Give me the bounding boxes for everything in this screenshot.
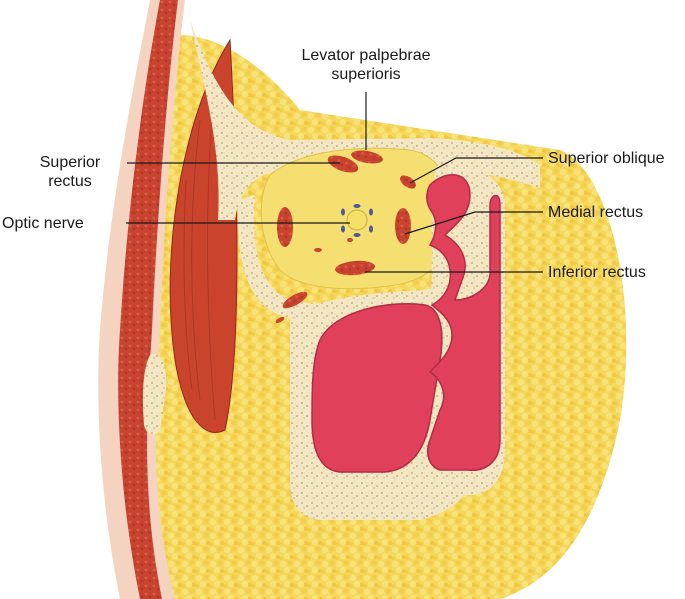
superior-oblique-muscle (400, 175, 416, 189)
label-levator-line1: Levator palpebrae (301, 47, 431, 64)
small-vessel-2 (275, 316, 285, 324)
label-optic-nerve: Optic nerve (2, 215, 84, 232)
label-superior-rectus-line2: rectus (48, 173, 92, 190)
leader-medial-rectus (404, 211, 543, 235)
label-levator-palpebrae-superioris: Levator palpebrae superioris (276, 46, 456, 84)
superior-rectus-muscle (327, 155, 359, 173)
orbicularis-muscle-strip (118, 0, 178, 599)
label-superior-rectus-line1: Superior (39, 154, 101, 171)
leader-superior-oblique (409, 157, 543, 184)
zygomatic-bone-fragment (142, 354, 167, 435)
inferior-oblique-muscle (282, 291, 308, 309)
lateral-rectus-muscle (277, 207, 293, 247)
ethmoid-air-cells (426, 174, 501, 471)
label-inferior-rectus: Inferior rectus (548, 264, 646, 281)
label-medial-rectus: Medial rectus (548, 204, 644, 221)
medial-rectus-muscle (395, 208, 411, 244)
small-vessel-3 (347, 238, 353, 242)
inferior-rectus-muscle (335, 260, 375, 276)
label-levator-line2: superioris (331, 66, 401, 83)
label-superior-rectus: Superior rectus (20, 153, 120, 191)
optic-nerve-shape (341, 204, 373, 237)
label-superior-oblique: Superior oblique (548, 150, 665, 167)
small-vessel (314, 248, 322, 252)
levator-palpebrae-muscle (351, 150, 383, 164)
leader-lines (126, 92, 543, 273)
maxillary-sinus (311, 303, 443, 473)
